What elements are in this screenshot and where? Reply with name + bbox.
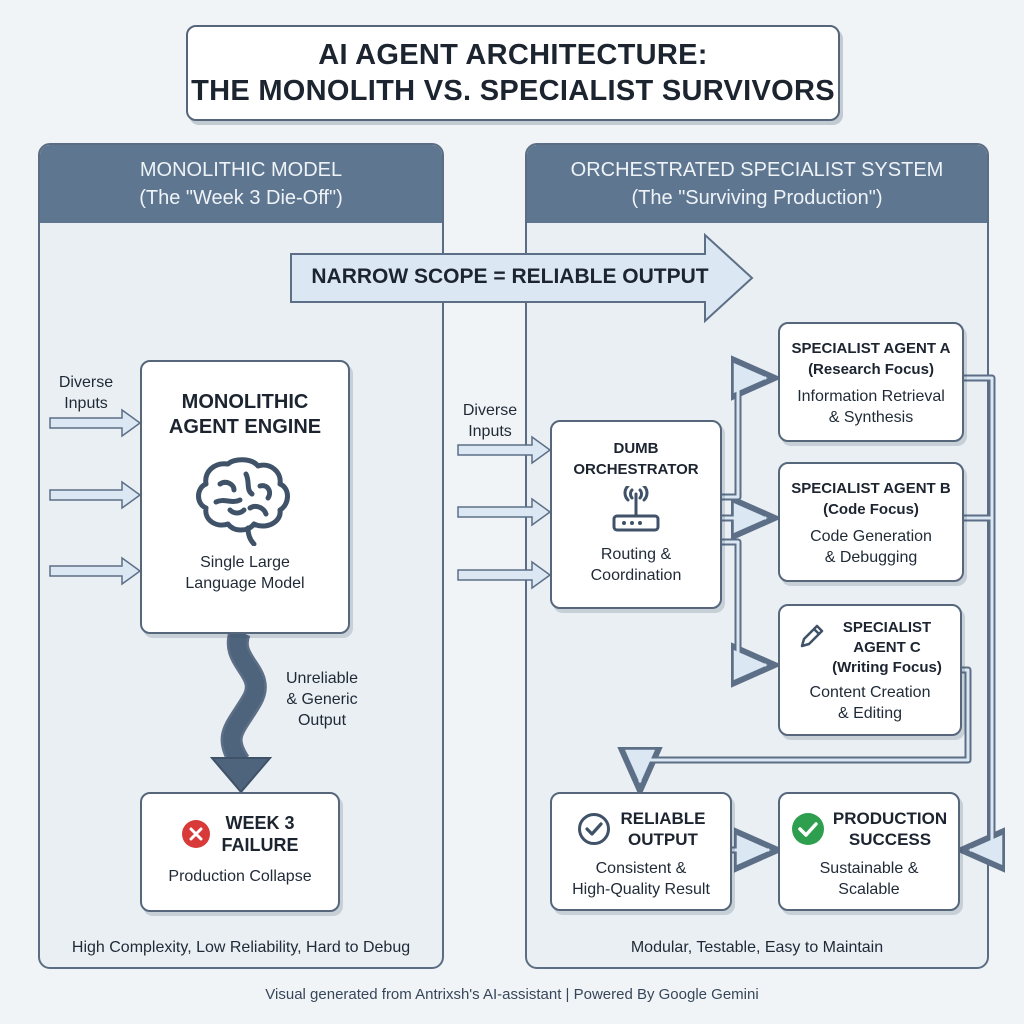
specialist-agent-c-card: SPECIALIST AGENT C (Writing Focus) Conte…	[778, 604, 962, 736]
agent-c-title: SPECIALIST AGENT C (Writing Focus)	[832, 619, 942, 676]
orchestrator-description: Routing & Coordination	[590, 546, 682, 584]
agent-a-description: Information Retrieval & Synthesis	[797, 388, 945, 426]
monolithic-panel-subtitle: (The "Week 3 Die-Off")	[139, 187, 343, 209]
diagram-title: AI AGENT ARCHITECTURE: THE MONOLITH VS. …	[186, 25, 840, 121]
aggregation-connectors-inner	[638, 376, 994, 852]
failure-title: WEEK 3 FAILURE	[221, 813, 299, 855]
orchestrator-card: DUMB ORCHESTRATOR Routing & Coordination	[550, 420, 722, 609]
pencil-icon	[800, 624, 824, 648]
monolithic-engine-card: MONOLITHIC AGENT ENGINE Single Large Lan…	[140, 360, 350, 634]
specialist-panel-title: ORCHESTRATED SPECIALIST SYSTEM	[570, 159, 944, 181]
specialist-panel-subtitle: (The "Surviving Production")	[631, 187, 883, 209]
reliable-output-card: RELIABLE OUTPUT Consistent & High-Qualit…	[550, 792, 732, 911]
check-circle-icon	[577, 813, 610, 845]
specialist-agent-a-card: SPECIALIST AGENT A (Research Focus) Info…	[778, 322, 964, 442]
right-input-arrow-3	[457, 560, 552, 590]
specialist-panel-footer: Modular, Testable, Easy to Maintain	[630, 939, 884, 956]
routing-connectors-inner	[722, 376, 766, 667]
unreliable-output-label: Unreliable & Generic Output	[285, 670, 359, 729]
right-input-arrow-1	[457, 435, 552, 465]
reliable-title: RELIABLE OUTPUT	[620, 809, 706, 849]
left-input-arrows	[49, 408, 142, 586]
engine-title: MONOLITHIC AGENT ENGINE	[168, 391, 322, 438]
narrow-scope-arrow-shape	[290, 232, 754, 324]
specialist-agent-b-card: SPECIALIST AGENT B (Code Focus) Code Gen…	[778, 462, 964, 582]
success-title-row: PRODUCTION SUCCESS	[791, 808, 947, 850]
production-success-card: PRODUCTION SUCCESS Sustainable & Scalabl…	[778, 792, 960, 911]
title-line-2: THE MONOLITH VS. SPECIALIST SURVIVORS	[191, 75, 835, 107]
x-circle-icon	[182, 820, 211, 848]
failure-description: Production Collapse	[168, 868, 312, 885]
green-check-icon	[791, 813, 824, 845]
reliable-description: Consistent & High-Quality Result	[572, 860, 710, 898]
agent-b-description: Code Generation & Debugging	[810, 528, 932, 566]
agent-c-title-row: SPECIALIST AGENT C (Writing Focus)	[798, 618, 942, 678]
success-description: Sustainable & Scalable	[819, 860, 919, 898]
monolithic-panel-title: MONOLITHIC MODEL	[139, 159, 343, 181]
brain-icon	[196, 457, 290, 546]
agent-c-description: Content Creation & Editing	[809, 684, 931, 722]
left-input-arrow-2	[49, 480, 142, 510]
right-inputs-label: Diverse Inputs	[462, 402, 518, 440]
engine-description: Single Large Language Model	[185, 554, 305, 592]
routing-connectors	[722, 378, 770, 665]
monolithic-panel-footer: High Complexity, Low Reliability, Hard t…	[71, 939, 411, 956]
left-input-arrow-1	[49, 408, 142, 438]
left-inputs-label: Diverse Inputs	[58, 374, 114, 412]
failure-title-row: WEEK 3 FAILURE	[181, 812, 299, 856]
right-input-arrow-2	[457, 497, 552, 527]
router-icon	[612, 486, 660, 532]
left-input-arrow-3	[49, 556, 142, 586]
agent-a-title: SPECIALIST AGENT A (Research Focus)	[791, 340, 951, 378]
narrow-scope-banner: NARROW SCOPE = RELIABLE OUTPUT	[311, 265, 709, 288]
specialist-panel-header: ORCHESTRATED SPECIALIST SYSTEM (The "Sur…	[527, 145, 987, 223]
right-input-arrows	[457, 435, 552, 590]
unreliable-output-arrow	[209, 627, 273, 794]
title-line-1: AI AGENT ARCHITECTURE:	[318, 39, 708, 71]
reliable-title-row: RELIABLE OUTPUT	[577, 808, 706, 850]
agent-b-title: SPECIALIST AGENT B (Code Focus)	[791, 480, 951, 518]
attribution-footer: Visual generated from Antrixsh's AI-assi…	[265, 986, 759, 1003]
monolithic-panel-header: MONOLITHIC MODEL (The "Week 3 Die-Off")	[40, 145, 442, 223]
week3-failure-card: WEEK 3 FAILURE Production Collapse	[140, 792, 340, 912]
success-title: PRODUCTION SUCCESS	[832, 809, 948, 849]
orchestrator-title: DUMB ORCHESTRATOR	[573, 440, 699, 478]
